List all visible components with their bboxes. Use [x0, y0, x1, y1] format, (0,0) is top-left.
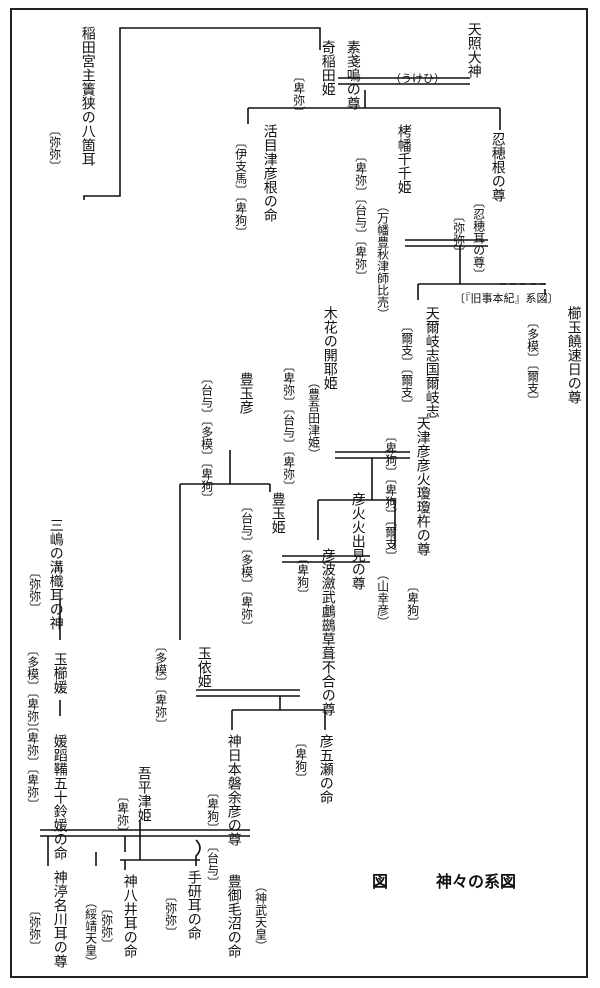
toyomike-tag: 〔台与〕	[205, 840, 220, 888]
hoakari: 櫛玉饒速日の尊	[565, 306, 582, 404]
nunakawa-tag: 〔弥弥〕	[27, 904, 42, 952]
nunakawa: 神渟名川耳の尊	[51, 870, 68, 968]
toyomike: 豊御毛沼の命	[225, 874, 242, 958]
hoakari-tag: 〔多模〕〔爾支〕	[525, 316, 540, 406]
konohana-tag: 〔卑弥〕〔台与〕〔卑弥〕	[281, 360, 296, 492]
tagishi-tag: 〔弥弥〕	[163, 890, 178, 938]
figure-label: 図	[372, 872, 389, 891]
tamakushi: 玉櫛媛	[51, 652, 68, 694]
oshihomimi-tag: 〔弥弥〕	[451, 210, 466, 258]
oshihomimi: 忍穂根の尊	[489, 132, 506, 202]
himetatara-tag: 〔卑弥〕〔卑弥〕	[25, 720, 40, 810]
kushinada: 奇稲田姫	[319, 40, 336, 96]
ninigi: 天爾岐志国爾岐志	[423, 306, 440, 418]
toyotamahiko: 豊玉彦	[237, 372, 254, 414]
ugaya-children-line	[231, 696, 326, 730]
takuhata-tag: 〔卑弥〕〔台与〕〔卑弥〕	[353, 150, 368, 282]
himetatara: 媛蹈鞴五十鈴媛の命	[51, 734, 68, 860]
oshihomimi-alt: 〔忍穂耳の尊〕	[471, 196, 486, 280]
hohodemi: 彦火火出見の尊	[349, 492, 366, 590]
inada-tag: 〔弥弥〕	[47, 124, 62, 172]
figure-title: 神々の系図	[436, 872, 517, 891]
amatsuhiko-marriage-line	[335, 451, 410, 459]
hohodemi-alt: （山幸彦）	[375, 568, 390, 628]
toyotamahime-tag: 〔台与〕〔多模〕〔卑弥〕	[239, 500, 254, 632]
amaterasu: 天照大神	[465, 22, 482, 78]
tamakushi-tag: 〔多模〕〔卑弥〕	[25, 644, 40, 734]
jimmu-alt: （神武天皇）	[253, 880, 268, 952]
jimmu: 神日本磐余彦の尊	[225, 734, 242, 846]
kuji-note: 〔『旧事本紀』系図〕	[454, 292, 559, 305]
konohana: 木花の開耶姫	[321, 306, 338, 390]
hohodemi-tag: 〔卑狗〕	[405, 580, 420, 628]
ahira-tag: 〔卑弥〕	[115, 790, 130, 838]
toyotamahime: 豊玉姫	[269, 492, 286, 534]
nunakawa-alt: （綏靖天皇）	[83, 896, 98, 968]
susanoo-children-line	[247, 90, 501, 130]
ugaya-marriage-line	[196, 689, 300, 697]
konohana-alt: （豊吾田津姫）	[306, 376, 321, 460]
ahira: 吾平津姫	[135, 766, 152, 822]
tamayori: 玉依姫	[195, 646, 212, 688]
kushinada-tag: 〔卑弥〕	[291, 70, 306, 118]
mishima-tag: 〔弥弥〕	[27, 566, 42, 614]
amatsuhiko-tag: 〔卑狗〕〔卑狗〕〔爾支〕	[383, 430, 398, 562]
inada-kushinada-line	[83, 27, 321, 200]
ugaya: 彦波瀲武鸕鷀草葺不合の尊	[319, 548, 336, 716]
takuhata-alt: （万幡豊秋津師比売）	[375, 200, 390, 320]
jimmu-marriage-line	[40, 829, 250, 837]
toyotamahiko-tag: 〔台与〕〔多模〕〔卑狗〕	[199, 372, 214, 504]
susanoo: 素戔嗚の尊	[344, 40, 361, 110]
jimmu-tag: 〔卑狗〕	[205, 786, 220, 834]
tagishi: 手研耳の命	[185, 870, 202, 940]
katsuo-tag: 〔伊支馬〕〔卑狗〕	[233, 136, 248, 238]
itsuse: 彦五瀬の命	[317, 734, 334, 804]
jimmu-ahira-line	[120, 820, 200, 861]
diagram-frame	[10, 8, 588, 978]
tamayori-tag: 〔多模〕〔卑弥〕	[153, 640, 168, 730]
ninigi-tag: 〔爾支〕〔爾支〕	[399, 320, 414, 410]
katsuo: 活目津彦根の命	[261, 124, 278, 222]
takuhata: 栲幡千千姫	[395, 124, 412, 194]
mishima: 三嶋の溝樴耳の神	[47, 518, 64, 630]
ugaya-tag: 〔卑狗〕	[295, 552, 310, 600]
amatsuhiko: 天津彦彦火瓊瓊杵の尊	[414, 416, 431, 556]
jimmu-children-line	[47, 836, 201, 870]
kuji-line	[500, 283, 546, 300]
toyotamahiko-children-line	[179, 450, 271, 640]
oshihomimi-marriage-line	[405, 239, 488, 247]
itsuse-tag: 〔卑狗〕	[293, 736, 308, 784]
amatsuhiko-children-line	[317, 458, 396, 548]
ukehi-marriage-line	[338, 77, 470, 85]
inada: 稲田宮主簀狭の八箇耳	[79, 26, 96, 166]
hohodemi-marriage-line	[282, 555, 370, 563]
ukehi-note: （うけひ）	[390, 72, 445, 85]
kamuyai-tag: 〔弥弥〕	[99, 902, 114, 950]
kamuyai: 神八井耳の命	[121, 874, 138, 958]
